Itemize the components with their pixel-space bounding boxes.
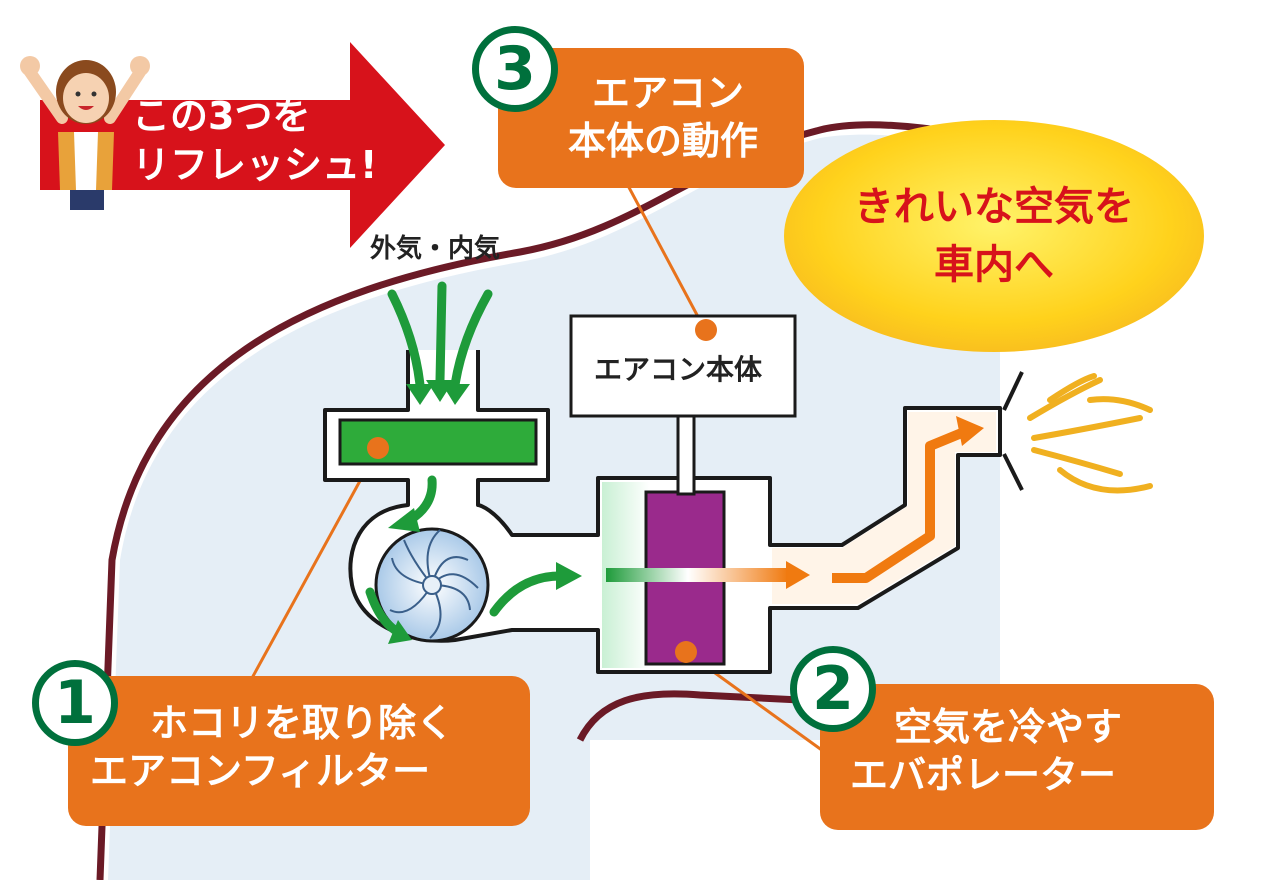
outlet-arrowhead <box>956 416 984 446</box>
fan-bottom-arrowhead <box>388 620 412 644</box>
fan-outlet-arrow <box>489 571 565 617</box>
blower-fan-icon <box>374 527 490 643</box>
intake-arrows-icon <box>387 281 493 390</box>
callout3-number-badge: 3 <box>472 26 558 112</box>
fresh-air-bubble <box>784 120 1204 352</box>
vent-flap-top <box>1002 371 1024 411</box>
callout1-line1: ホコリを取り除く <box>150 701 455 745</box>
aircon-unit-label: エアコン本体 <box>594 353 763 386</box>
banner-text: この3つを リフレッシュ! <box>132 92 377 191</box>
callout-evaporator: 空気を冷やす エバポレーター <box>820 684 1214 830</box>
callout1-line2: エアコンフィルター <box>90 748 431 793</box>
leader-dot-filter <box>367 437 389 459</box>
fresh-air-swirls-icon <box>1027 373 1153 494</box>
bubble-line1: きれいな空気を <box>854 184 1134 230</box>
leader-line-filter <box>238 447 380 701</box>
vent-flap-bottom <box>1002 453 1024 491</box>
callout-aircon-unit: エアコン 本体の動作 <box>498 48 804 188</box>
callout-filter: ホコリを取り除く エアコンフィルター <box>68 676 530 826</box>
banner-line1: この3つを <box>132 94 311 138</box>
callout2-number-badge: 2 <box>790 646 876 732</box>
leader-dot-evaporator <box>675 641 697 663</box>
callout3-line2: 本体の動作 <box>568 118 759 163</box>
aircon-unit-box <box>569 314 797 418</box>
dashboard-edge <box>576 690 801 742</box>
refresh-arrow-banner <box>40 42 445 248</box>
leader-dot-unit <box>695 319 717 341</box>
callout1-number-badge: 1 <box>32 660 118 746</box>
callout2-line2: エバポレーター <box>850 752 1117 797</box>
car-outline <box>96 121 1001 880</box>
outlet-arrow <box>832 427 966 583</box>
callout3-line1: エアコン <box>592 71 745 115</box>
filter-to-fan-arrowhead <box>388 508 420 532</box>
bubble-text: きれいな空気を 車内へ <box>796 178 1192 294</box>
through-evaporator-flow <box>606 568 788 582</box>
banner-line2: リフレッシュ! <box>132 143 378 188</box>
callout2-line1: 空気を冷やす <box>894 705 1123 749</box>
leader-line-unit <box>623 179 706 329</box>
outlet-glow <box>772 412 996 604</box>
intake-label: 外気・内気 <box>370 234 501 264</box>
intake-arrowheads <box>406 380 470 405</box>
through-evaporator-arrowhead <box>786 561 810 589</box>
bubble-line2: 車内へ <box>934 242 1054 288</box>
unit-connector <box>676 414 696 496</box>
fan-outlet-arrowhead <box>556 562 582 590</box>
woman-character-icon <box>20 56 150 210</box>
